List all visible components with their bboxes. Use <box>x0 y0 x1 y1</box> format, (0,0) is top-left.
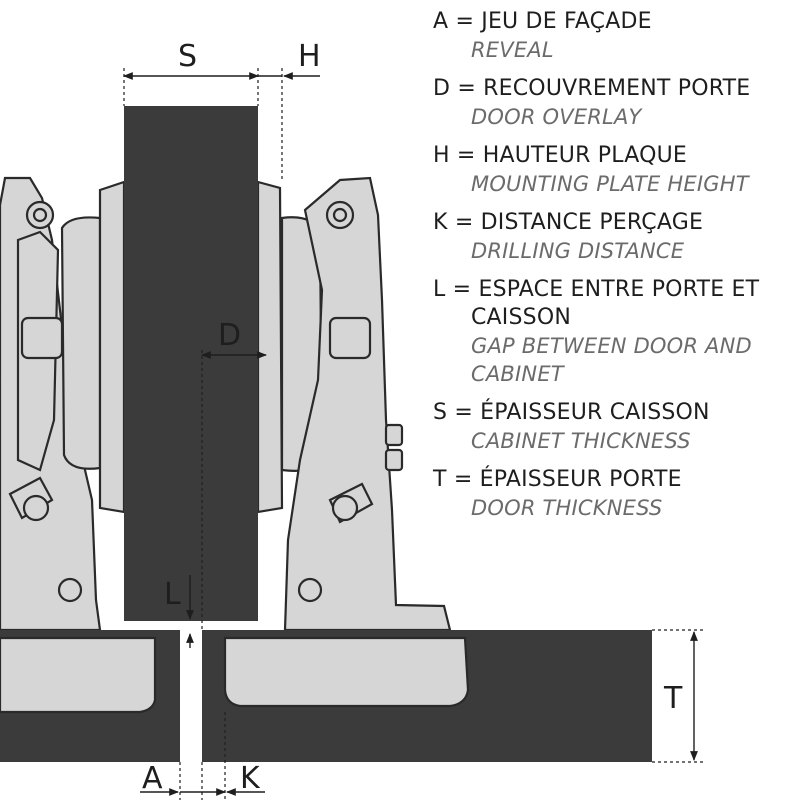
legend-en: CABINET THICKNESS <box>471 429 691 453</box>
legend-en: MOUNTING PLATE HEIGHT <box>471 172 749 196</box>
label-a: A <box>142 761 163 796</box>
legend-en: DOOR OVERLAY <box>471 105 642 129</box>
label-h: H <box>298 39 321 74</box>
label-s: S <box>178 39 197 74</box>
legend-fr: H = HAUTEUR PLAQUE <box>433 143 687 168</box>
legend-en: DRILLING DISTANCE <box>471 239 685 263</box>
legend-fr: D = RECOUVREMENT PORTE <box>433 76 751 101</box>
label-k: K <box>240 761 261 796</box>
legend-entry-d: D = RECOUVREMENT PORTE DOOR OVERLAY <box>433 75 795 131</box>
left-hinge <box>0 176 126 632</box>
legend-entry-l: L = ESPACE ENTRE PORTE ET CAISSON GAP BE… <box>433 276 795 388</box>
legend-entry-s: S = ÉPAISSEUR CAISSON CABINET THICKNESS <box>433 399 795 455</box>
legend-entry-h: H = HAUTEUR PLAQUE MOUNTING PLATE HEIGHT <box>433 142 795 198</box>
label-l: L <box>164 577 181 612</box>
legend-fr: L = ESPACE ENTRE PORTE ET CAISSON <box>433 277 760 330</box>
cabinet-panel <box>124 106 258 621</box>
legend-entry-k: K = DISTANCE PERÇAGE DRILLING DISTANCE <box>433 209 795 265</box>
legend-en: DOOR THICKNESS <box>471 496 663 520</box>
legend-entry-a: A = JEU DE FAÇADE REVEAL <box>433 8 795 64</box>
legend-fr: T = ÉPAISSEUR PORTE <box>433 467 682 492</box>
legend: A = JEU DE FAÇADE REVEAL D = RECOUVREMEN… <box>433 8 795 533</box>
legend-fr: K = DISTANCE PERÇAGE <box>433 210 704 235</box>
legend-en: GAP BETWEEN DOOR AND CABINET <box>471 334 752 386</box>
label-d: D <box>218 318 241 353</box>
legend-fr: S = ÉPAISSEUR CAISSON <box>433 400 710 425</box>
legend-en: REVEAL <box>471 38 554 62</box>
legend-entry-t: T = ÉPAISSEUR PORTE DOOR THICKNESS <box>433 466 795 522</box>
label-t: T <box>663 681 683 716</box>
right-hinge <box>256 176 452 632</box>
legend-fr: A = JEU DE FAÇADE <box>433 9 652 34</box>
